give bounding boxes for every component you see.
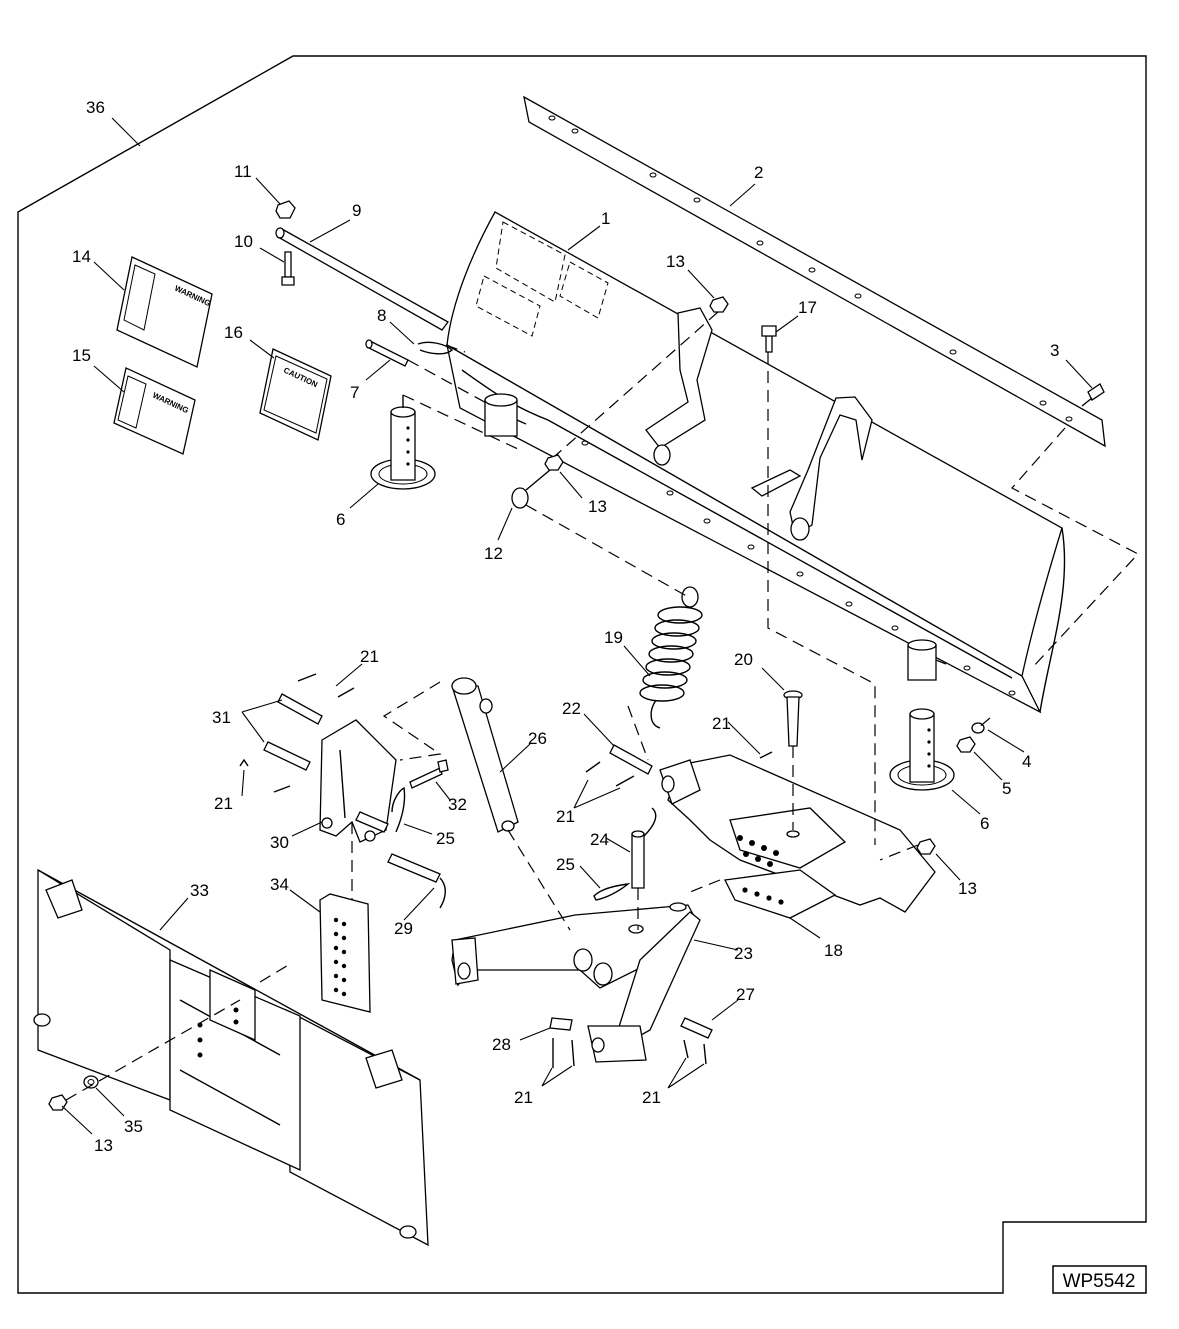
callout-2: 2: [754, 163, 763, 182]
callout-36: 36: [86, 98, 105, 117]
callout-3: 3: [1050, 341, 1059, 360]
diagram-border: [17, 55, 1147, 1294]
callout-8: 8: [377, 306, 386, 325]
clip-8: [417, 341, 454, 355]
callout-12: 12: [484, 544, 503, 563]
clip-25-pin: [593, 882, 631, 901]
callout-13-bracket: 13: [666, 252, 685, 271]
figure-id: WP5542: [1063, 1271, 1136, 1292]
callout-13-plate: 13: [94, 1136, 113, 1155]
callout-21-top: 21: [360, 647, 379, 666]
moldboard: [446, 211, 1066, 714]
callout-7: 7: [350, 383, 359, 402]
callout-9: 9: [352, 201, 361, 220]
callout-35: 35: [124, 1117, 143, 1136]
callout-4: 4: [1022, 752, 1031, 771]
assembly-lines: [65, 311, 1139, 1101]
pin-7: [365, 339, 409, 367]
callout-19: 19: [604, 628, 623, 647]
nut-5: [956, 736, 976, 753]
lift-arm-26: [451, 677, 519, 833]
callout-21-pivot: 21: [556, 807, 575, 826]
callout-11: 11: [234, 162, 252, 181]
callout-30: 30: [270, 833, 289, 852]
callout-25-mount: 25: [436, 829, 455, 848]
pin-28: [549, 1017, 573, 1031]
skid-shoe-right: [889, 708, 955, 791]
callout-25-pin: 25: [556, 855, 575, 874]
pin-31-lower: [263, 741, 311, 771]
eye-bolt-12: [511, 469, 551, 509]
decal-15: WARNING: [113, 367, 196, 455]
pin-24: [631, 807, 657, 889]
bolt-10: [281, 251, 295, 286]
decal-14: WARNING: [116, 256, 213, 368]
callout-33: 33: [190, 881, 209, 900]
callout-18: 18: [824, 941, 843, 960]
callout-23: 23: [734, 944, 753, 963]
callout-29: 29: [394, 919, 413, 938]
callout-21-mid: 21: [712, 714, 731, 733]
callout-20: 20: [734, 650, 753, 669]
nut-13-eyebolt: [544, 454, 564, 471]
nut-13-frame: [916, 838, 936, 855]
pin-20: [783, 690, 803, 747]
callouts: 36 11 9 10 14 15 16 8 7 6 1 2 13 17 3 13…: [72, 98, 1059, 1155]
callout-15: 15: [72, 346, 91, 365]
callout-24: 24: [590, 830, 609, 849]
pivot-frame-18: [659, 754, 936, 919]
mounting-plate-33: [33, 868, 429, 1247]
leader-lines: [61, 117, 1093, 1135]
callout-10: 10: [234, 232, 253, 251]
callout-16: 16: [224, 323, 243, 342]
rod-9: [275, 227, 449, 331]
callout-6-left: 6: [336, 510, 345, 529]
figure-id-box: WP5542: [1052, 1265, 1147, 1294]
bolt-32: [409, 759, 449, 789]
skid-shoe-left: [370, 395, 436, 490]
callout-22: 22: [562, 699, 581, 718]
callout-34: 34: [270, 875, 289, 894]
nut-11: [275, 200, 296, 219]
callout-6-right: 6: [980, 814, 989, 833]
callout-26: 26: [528, 729, 547, 748]
nut-13-bracket: [709, 296, 729, 313]
callout-21-left: 21: [214, 794, 233, 813]
callout-13-eyebolt: 13: [588, 497, 607, 516]
callout-5: 5: [1002, 779, 1011, 798]
callout-21-a-right: 21: [642, 1088, 661, 1107]
pin-29: [387, 853, 446, 909]
a-frame-23: [451, 902, 701, 1063]
callout-27: 27: [736, 985, 755, 1004]
adjust-channel-34: [319, 893, 371, 1013]
callout-17: 17: [798, 298, 817, 317]
callout-1: 1: [601, 209, 610, 228]
callout-32: 32: [448, 795, 467, 814]
mount-bracket-30: [319, 719, 397, 843]
callout-21-a-left: 21: [514, 1088, 533, 1107]
callout-13-frame: 13: [958, 879, 977, 898]
callout-31: 31: [212, 708, 231, 727]
pin-31-upper: [277, 693, 323, 725]
washer-35: [83, 1075, 99, 1089]
decal-16: CAUTION: [259, 348, 332, 441]
pin-27: [680, 1017, 713, 1039]
callout-28: 28: [492, 1035, 511, 1054]
clip-25-mount: [391, 786, 406, 833]
pin-22: [609, 744, 653, 775]
spring-19: [639, 586, 703, 729]
cutting-edge: [523, 95, 1106, 448]
callout-14: 14: [72, 247, 91, 266]
bolt-17: [761, 325, 777, 353]
bolt-3: [1081, 383, 1105, 407]
cotter-pins-21: [239, 673, 773, 1068]
